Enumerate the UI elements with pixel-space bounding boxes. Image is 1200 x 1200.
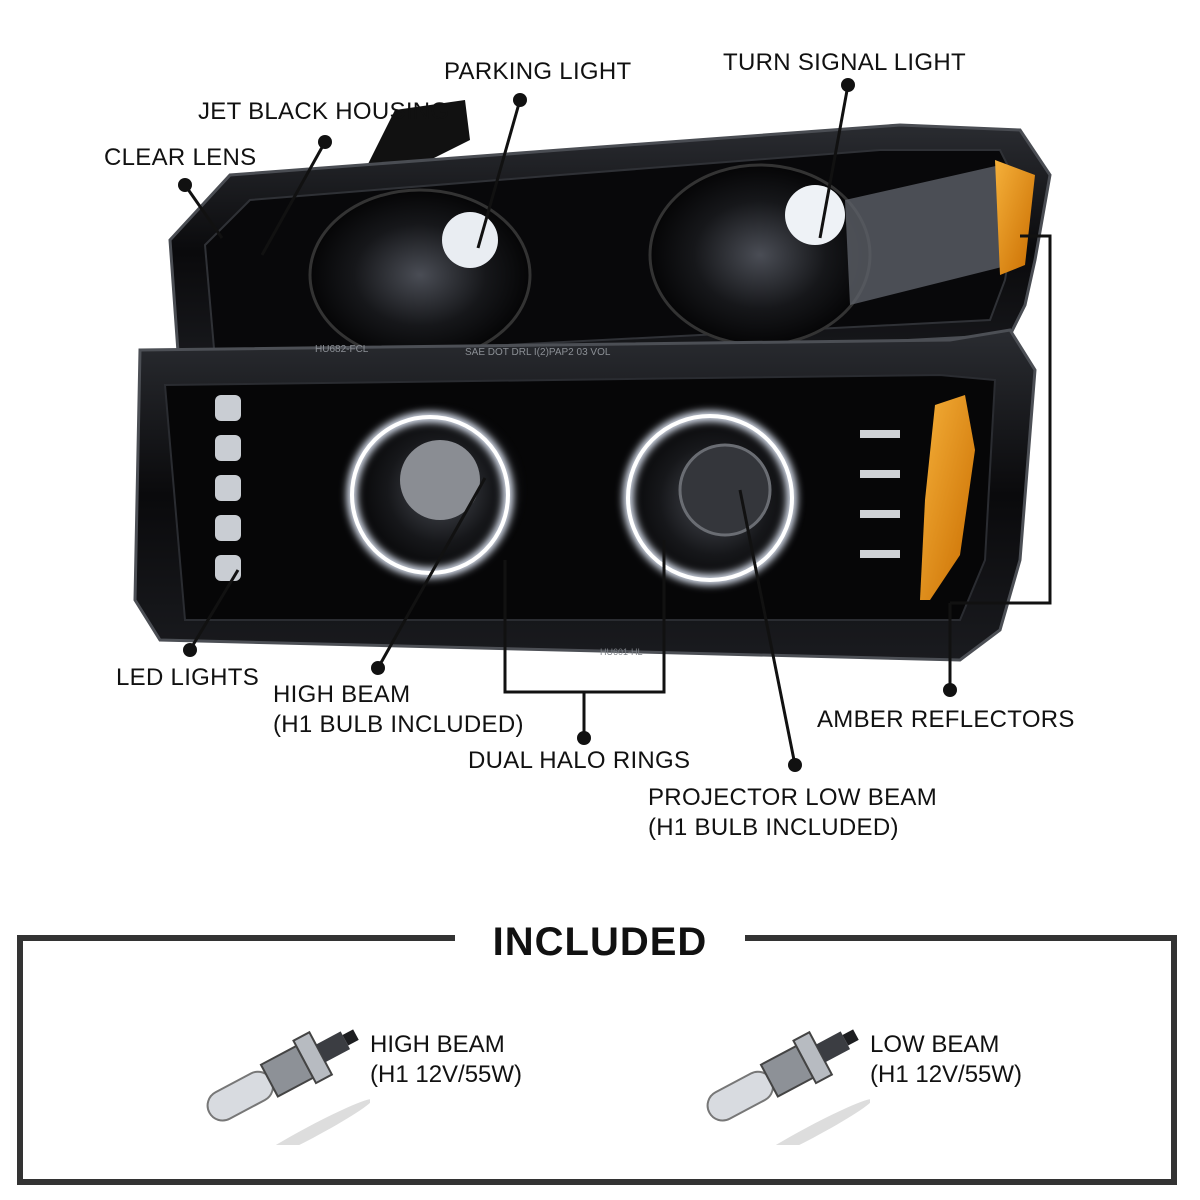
line-projector xyxy=(738,489,797,766)
callout-high-beam-line1: HIGH BEAM xyxy=(273,681,411,708)
line-clear-lens xyxy=(183,184,224,239)
dot-turn-signal xyxy=(841,78,855,92)
high-beam-reflector xyxy=(400,440,480,520)
headlight-assembly-illustration: HU682-FCL SAE DOT DRL I(2)PAP2 03 VOL HU… xyxy=(133,78,1052,772)
projector-lens xyxy=(678,443,772,537)
callout-projector-low-beam: PROJECTOR LOW BEAM (H1 BULB INCLUDED) xyxy=(648,783,937,843)
callout-projector-line2: (H1 BULB INCLUDED) xyxy=(648,814,899,841)
bulb-low-line1: LOW BEAM xyxy=(870,1031,1000,1058)
callout-turn-signal-light: TURN SIGNAL LIGHT xyxy=(723,49,966,76)
fin-2 xyxy=(860,470,900,478)
dot-parking-light xyxy=(513,93,527,107)
lower-lens xyxy=(163,373,997,621)
line-turn-signal xyxy=(818,84,850,239)
callout-parking-light: PARKING LIGHT xyxy=(444,58,632,85)
line-parking-light xyxy=(476,99,522,249)
bulb-label-high-beam: HIGH BEAM (H1 12V/55W) xyxy=(370,1030,522,1090)
dot-led-lights xyxy=(183,643,197,657)
included-title: INCLUDED xyxy=(455,912,745,972)
callout-dots xyxy=(178,78,957,772)
callout-lines xyxy=(183,84,1052,766)
callout-amber-reflectors: AMBER REFLECTORS xyxy=(817,706,1075,733)
callout-high-beam: HIGH BEAM (H1 BULB INCLUDED) xyxy=(273,680,524,740)
upper-amber-reflector xyxy=(995,160,1035,275)
dot-dual-halo xyxy=(577,731,591,745)
corner-reflector-texture xyxy=(845,165,1020,305)
line-jet-black-housing xyxy=(260,141,327,256)
dot-projector xyxy=(788,758,802,772)
marking-top-left: HU682-FCL xyxy=(315,344,369,355)
h1-bulb-icon-low xyxy=(706,1029,870,1145)
led-1 xyxy=(215,395,241,421)
dot-amber-reflectors xyxy=(943,683,957,697)
led-2 xyxy=(215,435,241,461)
dot-clear-lens xyxy=(178,178,192,192)
callout-projector-line1: PROJECTOR LOW BEAM xyxy=(648,784,937,811)
line-amber-bracket xyxy=(950,234,1052,605)
led-3 xyxy=(215,475,241,501)
h1-bulb-icon-high xyxy=(206,1029,370,1145)
led-5 xyxy=(215,555,241,581)
turn-signal-bulb xyxy=(785,185,845,245)
fin-1 xyxy=(860,430,900,438)
led-4 xyxy=(215,515,241,541)
bulb-high-line2: (H1 12V/55W) xyxy=(370,1061,523,1088)
fin-4 xyxy=(860,550,900,558)
turn-signal-bowl xyxy=(648,163,872,347)
line-led-lights xyxy=(188,569,240,651)
line-high-beam xyxy=(376,477,487,669)
callout-high-beam-line2: (H1 BULB INCLUDED) xyxy=(273,711,524,738)
lower-amber-reflector xyxy=(920,395,975,600)
dot-jet-black-housing xyxy=(318,135,332,149)
callout-clear-lens: CLEAR LENS xyxy=(104,144,257,171)
parking-light-bowl xyxy=(308,188,532,362)
projector-halo-ring xyxy=(626,414,794,582)
bulb-label-low-beam: LOW BEAM (H1 12V/55W) xyxy=(870,1030,1022,1090)
parking-light-bulb xyxy=(442,212,498,268)
bulb-high-line1: HIGH BEAM xyxy=(370,1031,505,1058)
mounting-bracket xyxy=(365,100,470,170)
callout-dual-halo-rings: DUAL HALO RINGS xyxy=(468,747,691,774)
callout-led-lights: LED LIGHTS xyxy=(116,664,260,691)
marking-bottom-right: HU601-HL xyxy=(600,647,643,657)
fin-3 xyxy=(860,510,900,518)
bulb-low-line2: (H1 12V/55W) xyxy=(870,1061,1023,1088)
marking-top-right: SAE DOT DRL I(2)PAP2 03 VOL xyxy=(465,347,611,358)
dot-high-beam xyxy=(371,661,385,675)
callout-jet-black-housing: JET BLACK HOUSING xyxy=(198,98,450,125)
